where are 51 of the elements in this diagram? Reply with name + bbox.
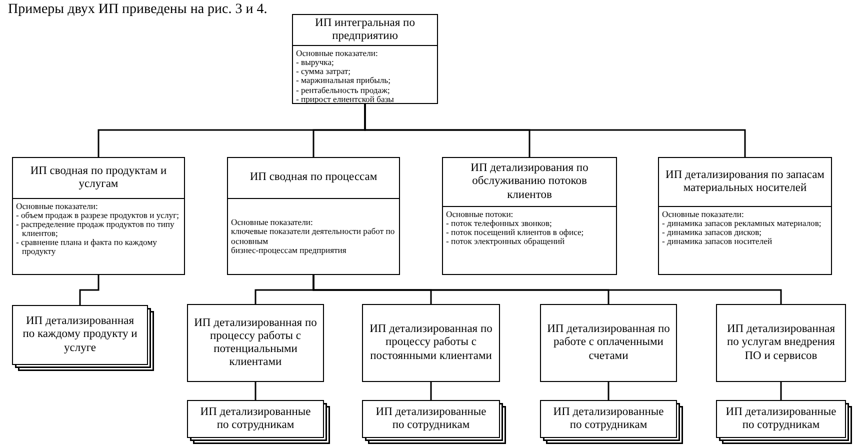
- list-heading: Основные показатели:: [662, 210, 745, 220]
- box-title: ИП детализирования по обслуживанию потоков клиентов: [470, 161, 590, 203]
- box-title: ИП детализированные по сотрудникам: [374, 404, 488, 433]
- caption-text: Примеры двух ИП приведены на рис. 3 и 4.: [8, 2, 268, 18]
- indicator-panel-box: [292, 14, 438, 104]
- list-item: - сумма затрат;: [296, 67, 352, 76]
- list-item: - выручка;: [296, 58, 335, 68]
- list-heading: Основные показатели:: [16, 202, 99, 212]
- box-title: ИП сводная по продуктам и услугам: [29, 164, 168, 192]
- indicator-panel-box: [658, 157, 832, 275]
- list-item: - прирост елиентской базы: [296, 94, 395, 104]
- connector-line: [312, 275, 782, 304]
- connector-line: [364, 104, 746, 157]
- box-title: ИП детализированные по сотрудникам: [552, 404, 665, 433]
- box-title: ИП детализированные по сотрудникам: [199, 404, 312, 433]
- connector-line: [254, 382, 256, 400]
- list-item: - динамика запасов носителей: [662, 237, 774, 246]
- process-box: [540, 304, 677, 382]
- process-box: [362, 304, 500, 382]
- process-box: [716, 304, 846, 382]
- box-title: ИП детализированная по процессу работы с постоянными клиентами: [368, 322, 494, 364]
- list-item: - рентабельность продаж;: [296, 86, 391, 95]
- list-item: - распределение продаж продуктов по типу клиентов;: [16, 220, 174, 238]
- indicator-panel-box: [12, 157, 185, 275]
- list-item: - поток телефонных звонков;: [446, 219, 553, 228]
- list-heading: Основные показатели:: [296, 49, 379, 58]
- list-item: - сравнение плана и факта по каждому продукту: [16, 238, 158, 256]
- connector-line: [780, 382, 782, 400]
- list-item: - объем продаж в разрезе продуктов и услуг;: [16, 211, 180, 220]
- list-item: - динамика запасов рекламных материалов;: [662, 219, 822, 228]
- box-title: ИП детализированная по каждому продукту и услуге: [22, 314, 138, 356]
- list-item: - маржинальная прибыль;: [296, 76, 392, 86]
- connector-line: [79, 275, 100, 305]
- indicator-panel-box: [227, 157, 400, 275]
- box-title: ИП детализированная по услугам внедрения ПО и сервисов: [726, 322, 836, 364]
- list-heading: Основные показатели:: [231, 218, 314, 228]
- box-title: ИП сводная по процессам: [248, 170, 378, 186]
- connector-line: [430, 382, 432, 400]
- box-title: ИП детализированные по сотрудникам: [724, 404, 838, 433]
- process-box: [187, 304, 324, 382]
- box-title: ИП интегральная по предприятию: [314, 16, 416, 44]
- list-item: бизнес-процессам предприятия: [231, 246, 348, 255]
- list-item: - поток посещений клиентов в офисе;: [446, 228, 585, 238]
- box-title: ИП детализированная по процессу работы с потенциальными клиентами: [193, 316, 318, 370]
- box-title: ИП детализирования по запасам материальных носителей: [664, 168, 826, 196]
- list-item: - динамика запасов дисков;: [662, 228, 762, 238]
- list-heading: Основные потоки:: [446, 210, 514, 220]
- box-title: ИП детализированная по работе с оплаченными счетами: [546, 322, 671, 364]
- indicator-panel-box: [442, 157, 617, 275]
- connector-line: [608, 382, 610, 400]
- list-item: - поток электронных обращений: [446, 237, 565, 246]
